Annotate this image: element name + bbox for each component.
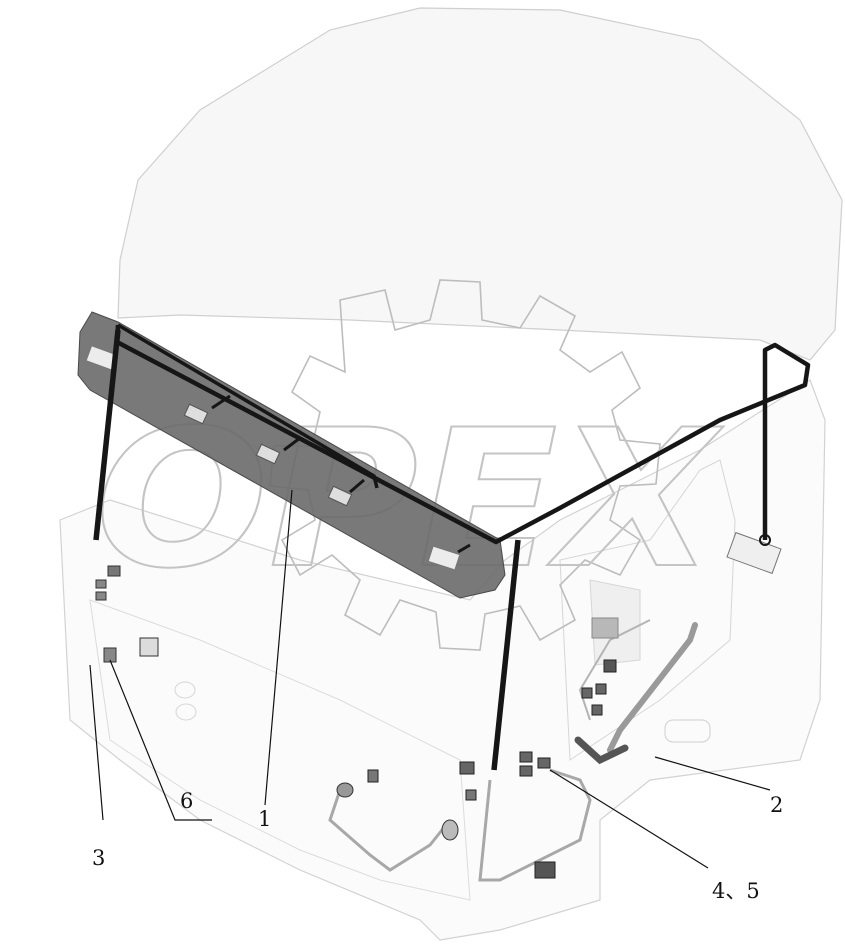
rear-lamp [726,531,782,575]
lower-harness-route [328,789,452,872]
grommet [336,782,354,798]
connector-block [95,579,107,589]
connector-block [595,683,607,695]
wiper-arm [607,622,698,753]
callout-label-2: 2 [770,793,783,817]
leader-line-6 [109,659,212,821]
switch-block [139,637,159,657]
connector-block [534,861,556,879]
console-knob [174,681,196,699]
wiper-arm [574,736,629,765]
leader-line-45 [549,769,709,869]
connector-block [459,761,475,775]
roof-front-panel [77,311,506,599]
roof-harness-branch [457,543,471,554]
connector-block [95,591,107,601]
pressure-switch [441,819,459,841]
connector-block [519,751,533,763]
rear-lamp-clip [759,534,771,546]
roof-lamp-connector [183,403,209,425]
roof-harness-branch [283,436,301,452]
callout-label-1: 1 [258,807,271,831]
roof-lamp-connector [255,443,281,465]
connector-block [519,765,533,777]
connector-block [591,704,603,716]
connector-block [537,757,551,769]
connector-block [603,659,617,673]
connector-block [107,565,121,577]
leader-line-2 [654,756,771,791]
lower-harness-route [578,619,651,721]
connector-block [465,789,477,801]
callout-label-45: 4、5 [712,879,760,903]
lower-harness-route [478,768,592,882]
label-sticker [591,617,619,639]
cab-vent-slot [664,719,711,743]
left-pillar-harness [93,329,121,541]
leader-line-1 [264,489,293,806]
leader-line-3 [89,664,104,821]
callout-label-6: 6 [180,789,193,813]
switch-connector [103,647,117,663]
roof-harness-branch [211,394,231,410]
connector-block [581,687,593,699]
roof-lamp-connector [327,485,353,507]
roof-harness-cable [114,324,811,545]
console-knob [175,703,197,721]
roof-lamp [427,545,461,571]
right-pillar-harness [491,539,521,771]
roof-harness-branch [349,478,365,494]
callout-label-3: 3 [92,846,105,870]
cab-roof-outline [117,7,843,361]
connector-block [367,769,379,783]
